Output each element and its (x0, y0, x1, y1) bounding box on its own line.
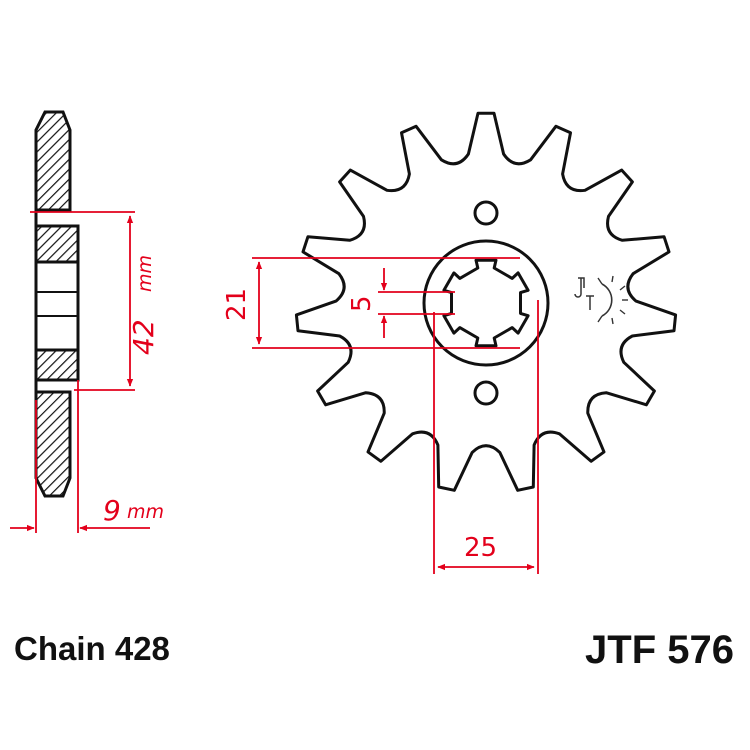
side-upper-tooth (34, 110, 72, 212)
side-hub-gap (34, 260, 80, 352)
side-hub-lower (34, 348, 80, 382)
side-width-dimension: 9 mm (10, 380, 164, 533)
splined-bore (442, 258, 530, 348)
side-width-unit: mm (127, 501, 164, 523)
bolt-hole-top (473, 200, 499, 226)
spline-outer-dimension: 21 (222, 257, 520, 349)
jt-sprocket-logo-icon (574, 275, 628, 325)
side-height-unit: mm (134, 255, 156, 292)
part-number: JTF 576 (585, 628, 734, 672)
side-height-value: 42 (127, 319, 160, 355)
spline-outer-value: 21 (222, 288, 252, 321)
front-view: 21 5 25 (222, 111, 678, 574)
spline-width-value: 5 (347, 295, 377, 312)
bolt-hole-bottom (473, 380, 499, 406)
side-lower-tooth (34, 390, 72, 498)
side-width-value: 9 (103, 494, 121, 527)
bore-value: 25 (464, 533, 497, 563)
chain-size-label: Chain 428 (14, 630, 170, 667)
spline-width-dimension: 5 (347, 268, 455, 338)
side-view: 42 mm 9 mm (10, 110, 164, 533)
side-hub-upper (34, 224, 80, 264)
bore-dimension: 25 (433, 300, 539, 574)
side-height-dimension: 42 mm (30, 211, 160, 391)
